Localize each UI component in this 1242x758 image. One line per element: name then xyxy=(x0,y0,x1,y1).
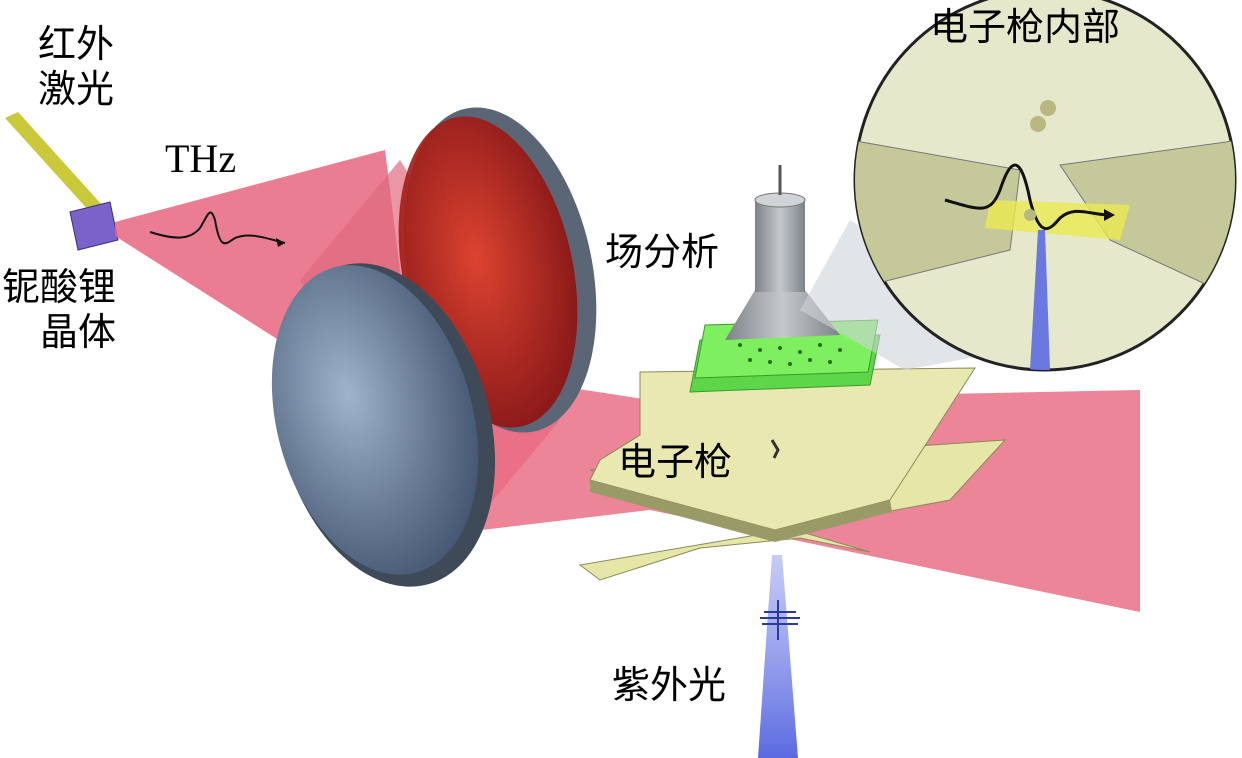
thz-waveform-icon xyxy=(149,211,286,245)
label-electron-gun: 电子枪 xyxy=(618,440,732,484)
electron-dot xyxy=(1030,116,1046,132)
label-crystal-1: 铌酸锂 xyxy=(2,265,116,309)
label-crystal-2: 晶体 xyxy=(40,310,116,354)
analyzer-grid-holes xyxy=(738,343,842,366)
analyzer-cylinder xyxy=(755,200,805,292)
plate-edge xyxy=(590,480,892,542)
uv-pulse-icon xyxy=(760,600,800,640)
label-infrared-laser-1: 红外 xyxy=(38,22,114,66)
label-thz: THz xyxy=(165,136,236,181)
inset-uv-beam xyxy=(1030,230,1050,370)
electron-dot xyxy=(1040,100,1056,116)
electron-icon xyxy=(770,439,780,459)
label-uv-light: 紫外光 xyxy=(612,663,726,707)
inset-waveform-icon xyxy=(944,163,1111,231)
gun-interior-inset xyxy=(853,0,1237,372)
label-infrared-laser-2: 激光 xyxy=(38,67,114,111)
electron-dot xyxy=(1024,209,1036,221)
infrared-laser-beam xyxy=(5,112,102,212)
uv-beam xyxy=(758,555,798,758)
arrow-head-icon xyxy=(1104,209,1115,221)
label-gun-interior: 电子枪内部 xyxy=(930,5,1120,49)
label-field-analysis: 场分析 xyxy=(605,230,719,274)
inset-electrode-left xyxy=(855,139,1021,291)
lithium-niobate-crystal xyxy=(69,201,119,251)
analyzer-cylinder-top xyxy=(754,192,806,208)
arrow-head-icon xyxy=(276,238,285,247)
parabolic-mirror-blue xyxy=(271,265,479,575)
